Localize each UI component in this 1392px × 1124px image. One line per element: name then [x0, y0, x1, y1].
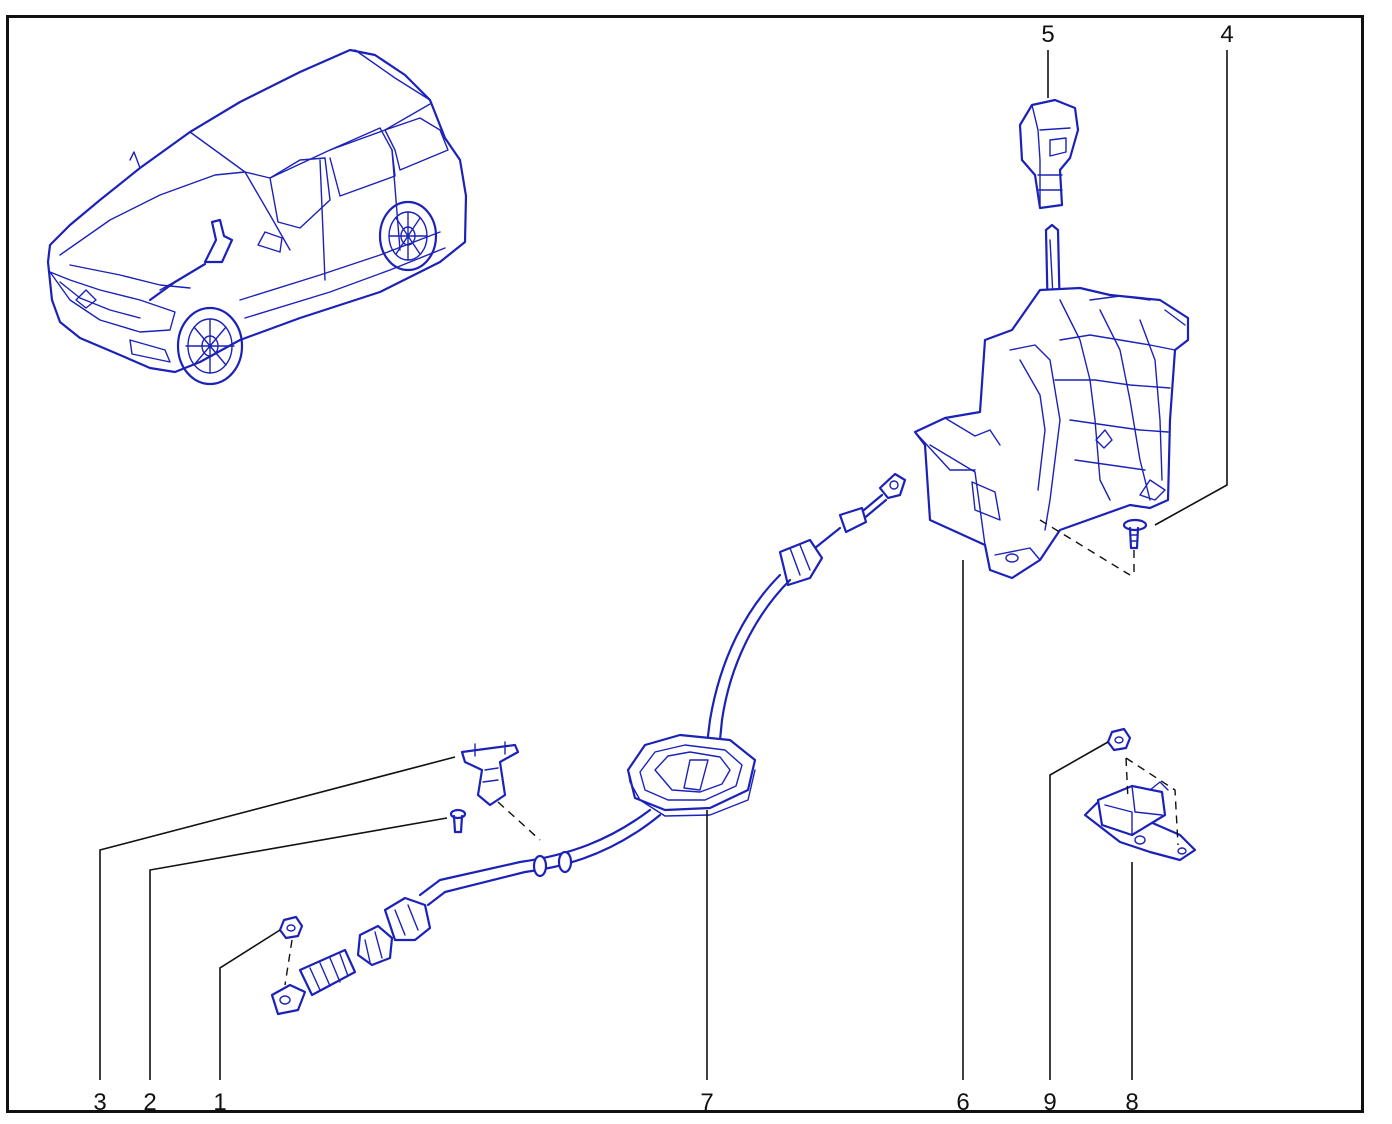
screw-part-4	[1122, 518, 1148, 550]
shift-cable	[270, 472, 907, 1016]
callout-6: 6	[956, 1089, 969, 1116]
nut-part-1	[278, 915, 304, 940]
assembly-dash-lines	[284, 519, 1179, 986]
shift-knob	[1018, 98, 1080, 210]
callout-4: 4	[1220, 21, 1233, 48]
callout-5: 5	[1041, 21, 1054, 48]
callout-8: 8	[1125, 1089, 1138, 1116]
cable-bracket	[460, 741, 520, 807]
callout-1: 1	[213, 1089, 226, 1116]
shifter-assembly	[913, 223, 1190, 580]
sensor-bracket	[1083, 781, 1197, 862]
callout-labels: 5 4 3 2 1 7 6 9 8	[93, 21, 1233, 1116]
callout-2: 2	[143, 1089, 156, 1116]
callout-9: 9	[1043, 1089, 1056, 1116]
diagram-frame	[6, 15, 1364, 1113]
leader-lines	[99, 50, 1228, 1080]
nut-part-9	[1106, 727, 1132, 752]
callout-7: 7	[700, 1089, 713, 1116]
callout-3: 3	[93, 1089, 106, 1116]
bolt-part-2	[449, 808, 467, 834]
vehicle-illustration	[46, 48, 468, 386]
